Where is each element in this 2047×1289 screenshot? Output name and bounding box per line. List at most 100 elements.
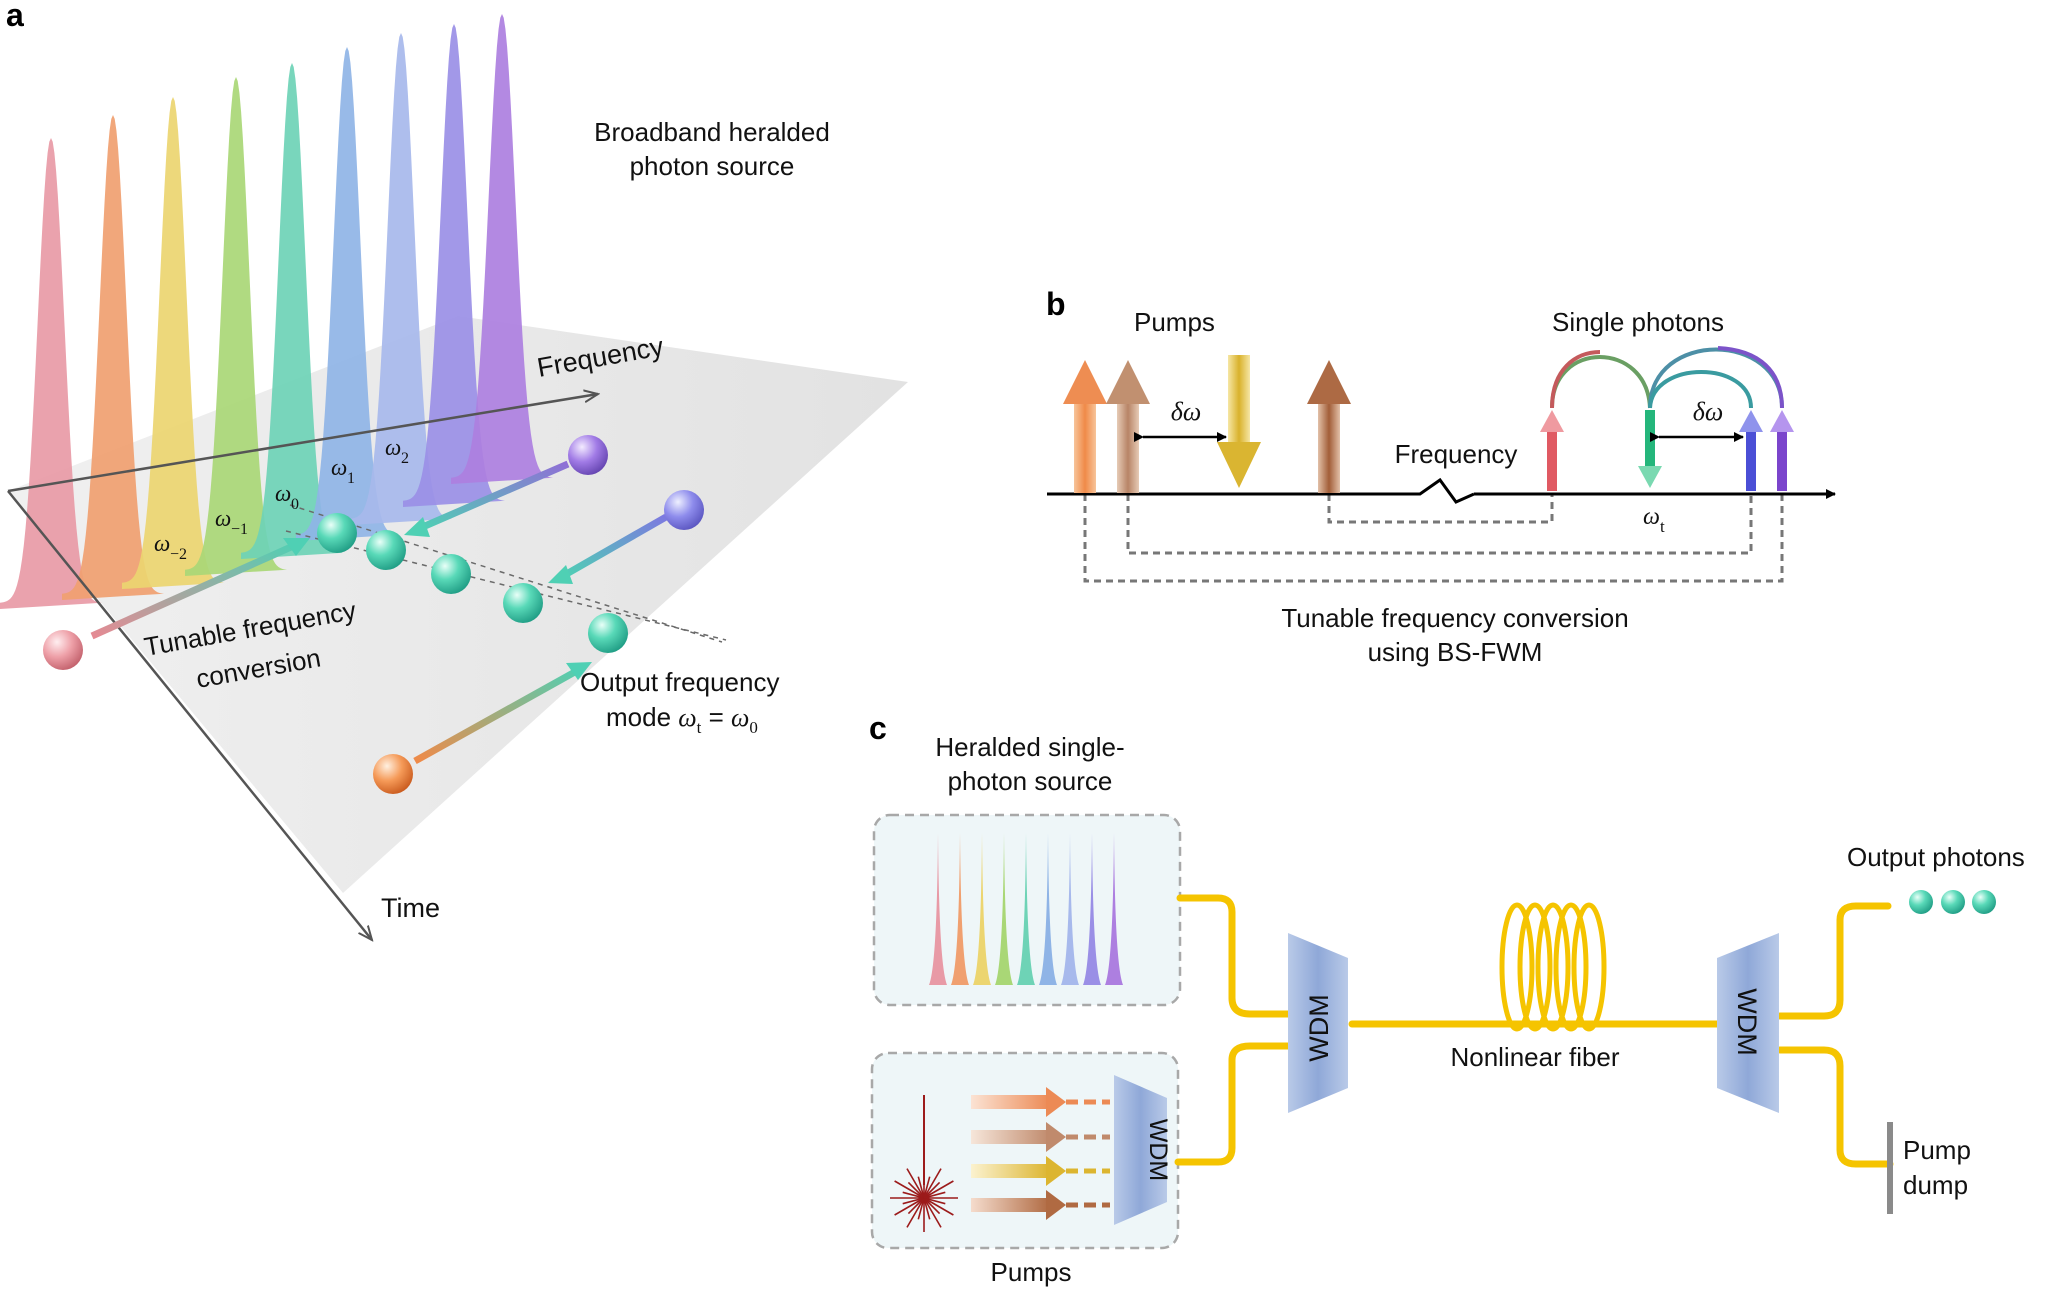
photon-teal [366,530,406,570]
wdm-inner [1114,1075,1167,1225]
axis-break [1406,477,1475,504]
laser-ray [923,1197,942,1228]
svg-text:−2: −2 [170,546,187,563]
mini-spectral-peak [973,833,991,985]
pump-beam-brown [971,1190,1110,1220]
time-axis-label: Time [381,893,440,923]
spectral-peak [403,24,505,507]
panel-c: c Heralded single- photon source Pumps [869,710,2025,1287]
single-photons-label: Single photons [1552,307,1724,337]
spectral-peak [350,33,452,525]
laser-ray [923,1191,946,1199]
output-photon [1972,890,1996,914]
mode-label-minus2: ω −2 [154,531,187,563]
source-title-line1: Broadband heralded [594,117,830,147]
svg-text:1: 1 [347,470,355,487]
mode-label-minus1: ω −1 [215,506,248,538]
wdm-left-label: WDM [1304,994,1334,1061]
svg-text:ω: ω [385,435,401,460]
output-photon [1941,890,1965,914]
photon-blue [664,490,704,530]
frequency-label-b: Frequency [1395,439,1518,469]
conversion-trail-blue [561,513,668,580]
wdm-left [1288,933,1348,1113]
laser-ray [923,1197,954,1216]
conversion-arrowhead-pink [283,538,310,556]
mode-label-0: ω 0 [275,481,299,513]
pump-dump-label-line1: Pump [1903,1135,1971,1165]
photon-teal [431,554,471,594]
output-mode-label-line1: Output frequency [580,667,779,697]
spectral-peak [0,138,102,609]
conversion-arrowhead-blue [548,565,573,584]
pump-arrow-brown [1307,360,1351,493]
svg-text:−1: −1 [231,521,248,538]
photon-purple [568,435,608,475]
spectral-peak [451,14,553,484]
laser-ray [923,1197,941,1215]
nonlinear-fiber-label: Nonlinear fiber [1450,1042,1619,1072]
pump-beam-tan [971,1122,1110,1152]
conversion-arc-blue [1648,370,1753,409]
conversion-trail-orange [413,664,584,765]
mini-spectral-peak [929,833,947,985]
photon-orange [373,754,413,794]
omega-t-label: ω t [1643,504,1665,536]
conversion-arrowhead-orange [566,662,592,680]
delta-omega-label-left: δω [1171,397,1201,426]
laser-ray [923,1181,941,1199]
svg-text:ω: ω [1643,504,1660,530]
svg-text:0: 0 [291,496,299,513]
fiber-coil [1499,902,1607,1032]
laser-ray [907,1181,925,1199]
pump-arrow-tan [1106,360,1150,493]
svg-text:ω: ω [154,531,170,556]
spectral-peak [296,47,398,541]
pump-beam-orange [971,1087,1110,1117]
pumps-label: Pumps [1134,307,1215,337]
laser-ray [923,1197,931,1220]
output-mode-label-line2: mode ωt = ω0 [606,702,758,737]
pump-dump-label-line2: dump [1903,1170,1968,1200]
laser-ray [923,1197,946,1205]
bsfwm-caption-line1: Tunable frequency conversion [1281,603,1628,633]
pairing-bracket-outer [1083,494,1784,583]
panel-b-label: b [1046,286,1066,322]
output-photons-label: Output photons [1847,842,2025,872]
svg-text:ω: ω [331,455,347,480]
mini-spectrum [929,833,1123,985]
laser-ray [923,1180,954,1199]
mini-spectral-peak [1039,833,1057,985]
pump-box [870,1051,1180,1250]
panel-b: b Pumps Single photons Frequency [1046,286,1836,667]
laser-ray [906,1168,925,1199]
svg-text:2: 2 [401,450,409,467]
frequency-axis [7,394,598,493]
photon-teal [503,583,543,623]
delta-omega-label-right: δω [1693,397,1723,426]
mini-spectral-peak [951,833,969,985]
wdm-right [1717,933,1779,1113]
photon-arrow-violet [1770,410,1794,491]
laser-ray [894,1180,925,1199]
conversion-arc-red-left [1550,350,1601,409]
wdm-right-label: WDM [1732,988,1762,1055]
mini-spectral-peak [995,833,1013,985]
fiber-paths [1174,894,1894,1168]
conversion-trail-pink [90,539,302,640]
laser-ray [923,1176,931,1199]
source-label-line1: Heralded single- [935,732,1124,762]
photon-arrow-green [1638,410,1662,488]
panel-c-label: c [869,710,887,746]
mini-spectral-peak [1061,833,1079,985]
pairing-bracket-middle [1126,494,1753,555]
spectral-peaks [0,14,553,609]
laser-ray [917,1197,925,1220]
photon-arrow-red [1540,410,1564,491]
conversion-trail-purple [416,460,570,533]
spectral-peak [62,115,164,600]
spectral-peak [122,97,224,589]
photon-arrow-blue [1739,410,1763,491]
spectral-peak [241,63,343,559]
mini-spectral-peak [1083,833,1101,985]
